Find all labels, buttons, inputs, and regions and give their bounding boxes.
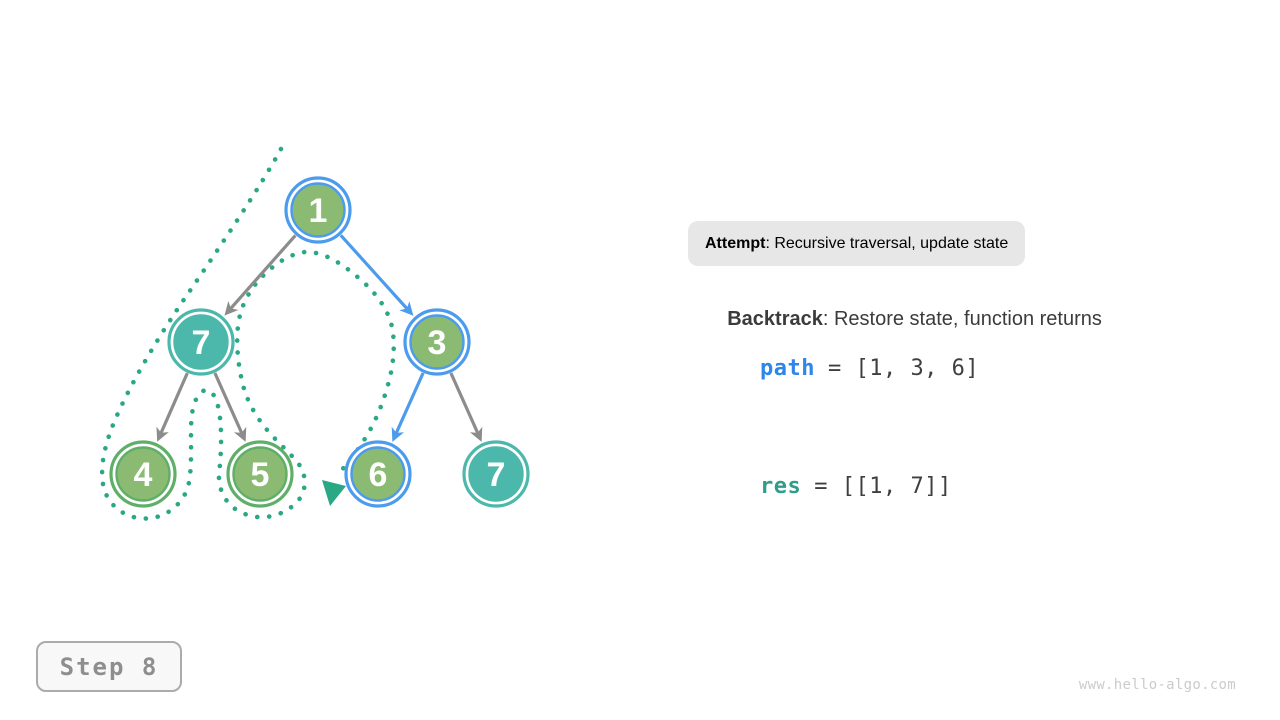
node-circle [290,182,346,238]
tree-node-n4: 4 [109,440,177,508]
node-value: 3 [428,324,447,362]
tree-node-n7l: 7 [167,308,235,376]
attempt-badge: Attempt: Recursive traversal, update sta… [688,221,1026,266]
node-value: 7 [192,324,211,362]
tree-diagram: 1 7 3 4 5 6 7 [99,146,530,521]
tree-edge-n3-n6 [391,372,425,442]
step-indicator: Step 8 [36,641,182,692]
path-variable: path [759,356,815,381]
tree-edge-n7l-n5 [213,372,247,442]
node-circle [173,314,229,370]
node-circle [115,446,171,502]
tree-edges [156,234,483,442]
node-value: 6 [369,456,388,494]
tree-nodes: 1 7 3 4 5 6 7 [109,176,530,508]
node-circle [468,446,524,502]
step-indicator-label: Step 8 [59,652,159,681]
node-circle [232,446,288,502]
node-value: 5 [251,456,270,494]
node-circle [350,446,406,502]
backtrack-text: : Restore state, function returns [822,308,1102,330]
tree-node-n7r: 7 [462,440,530,508]
path-value: = [1, 3, 6] [827,356,980,381]
res-variable: res [759,474,802,499]
tree-node-n5: 5 [226,440,294,508]
res-value: = [[1, 7]] [814,474,952,499]
tree-node-n1: 1 [284,176,352,244]
tree-node-n3: 3 [403,308,471,376]
website-watermark: www.hello-algo.com [1078,677,1236,693]
attempt-text: : Recursive traversal, update state [765,234,1009,252]
node-circle [409,314,465,370]
res-state-line: res = [[1, 7]] [705,449,952,524]
node-value: 1 [309,192,328,230]
node-value: 7 [487,456,506,494]
backtrack-label: Backtrack [727,308,823,330]
path-state-line: path = [1, 3, 6] [705,331,979,406]
tree-edge-n3-n7r [449,372,483,442]
tree-edge-n7l-n4 [156,372,189,442]
attempt-label: Attempt [705,234,766,252]
tree-edge-n1-n3 [339,234,414,316]
node-value: 4 [134,456,153,494]
backtrack-line: Backtrack: Restore state, function retur… [705,283,1102,355]
tree-edge-n1-n7l [224,234,297,316]
tree-node-n6: 6 [344,440,412,508]
traversal-trace-path [99,146,397,521]
traversal-trace-arrowhead-icon [322,480,346,506]
